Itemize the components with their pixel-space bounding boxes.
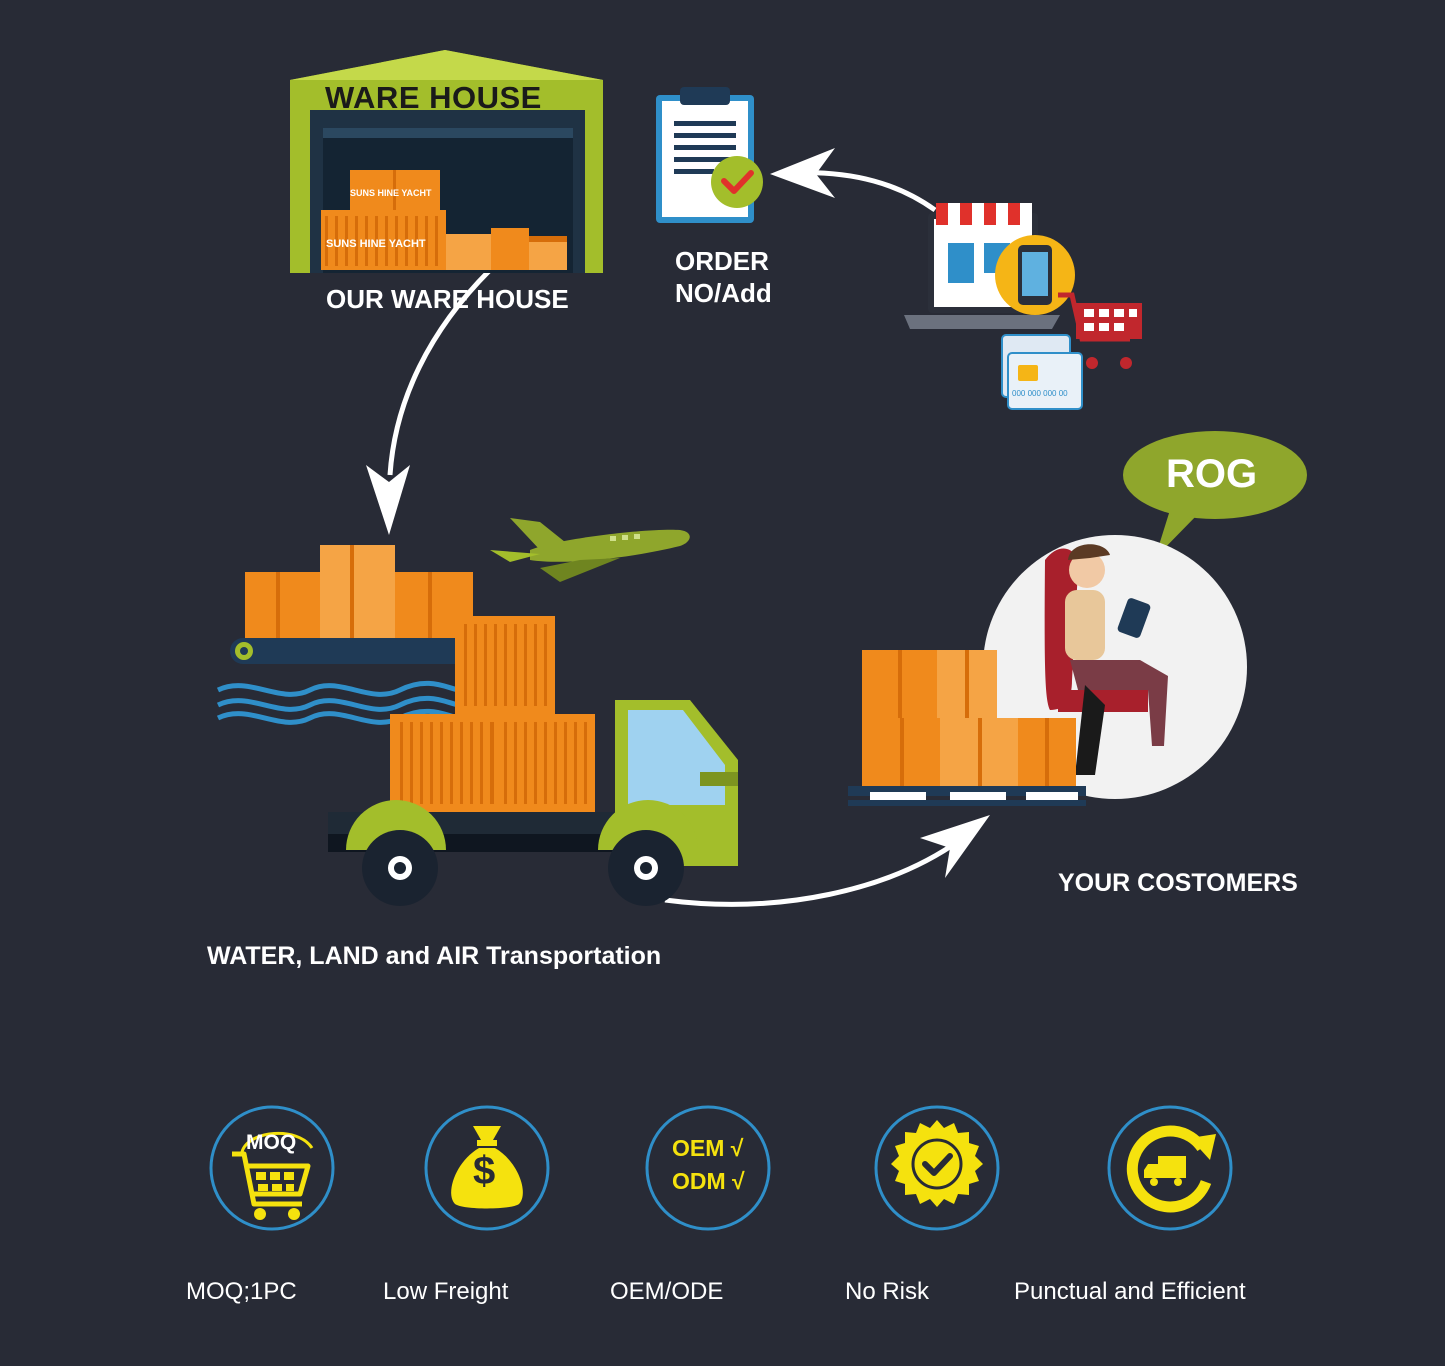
transport-caption: WATER, LAND and AIR Transportation (207, 942, 662, 970)
warehouse-caption: OUR WARE HOUSE (326, 284, 569, 314)
feature-label-no-risk: No Risk (845, 1278, 930, 1305)
feature-label-low-freight: Low Freight (383, 1278, 509, 1305)
moq-badge-text: MOQ (246, 1131, 297, 1154)
warehouse-box-label-bottom: SUNS HINE YACHT (326, 238, 426, 250)
feature-label-moq: MOQ;1PC (186, 1278, 297, 1305)
oem-odm-icon (645, 1105, 771, 1231)
customer-caption: YOUR COSTOMERS (1058, 869, 1298, 897)
warehouse-illustration (290, 50, 603, 273)
money-bag-symbol: $ (473, 1149, 496, 1193)
odm-badge-text: ODM √ (672, 1168, 745, 1194)
moq-cart-icon (209, 1105, 335, 1231)
truck-cycle-icon (1107, 1105, 1233, 1231)
airplane-icon (490, 518, 690, 582)
money-bag-icon (424, 1105, 550, 1231)
speech-bubble-text: ROG (1166, 452, 1258, 496)
feature-label-oem: OEM/ODE (610, 1278, 724, 1305)
transport-illustration (216, 518, 738, 906)
feature-label-punctual: Punctual and Efficient (1014, 1278, 1246, 1305)
order-label-line1: ORDER (675, 246, 769, 276)
arrowhead-transport (366, 465, 410, 535)
card-number: 000 000 000 00 (1012, 389, 1068, 398)
order-label-line2: NO/Add (675, 278, 772, 308)
warehouse-roof-sign: WARE HOUSE (325, 80, 542, 115)
clipboard-check-icon (656, 87, 763, 223)
arrowhead-customer (920, 815, 990, 878)
arrow-transport-to-customer (664, 837, 962, 907)
customer-illustration (848, 431, 1307, 806)
seal-check-icon (874, 1105, 1000, 1231)
arrowhead-order (770, 148, 835, 198)
oem-badge-text: OEM √ (672, 1135, 744, 1161)
arrow-warehouse-to-transport (387, 268, 492, 476)
warehouse-box-label-top: SUNS HINE YACHT (350, 188, 432, 198)
online-shop-illustration (904, 203, 1142, 410)
